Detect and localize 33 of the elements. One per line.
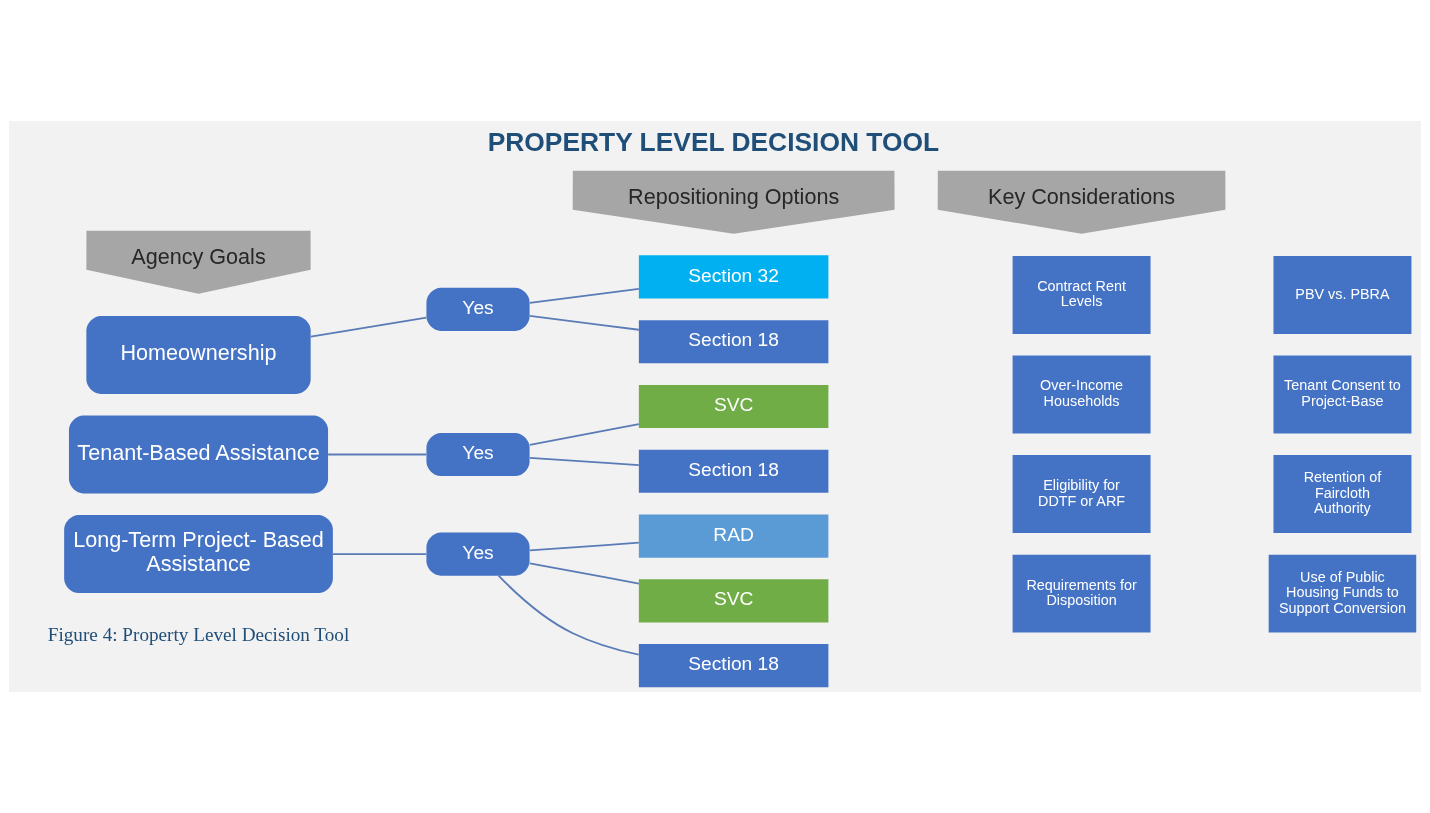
connector <box>528 288 640 304</box>
node-box: Use of Public Housing Funds to Support Conversion <box>1268 554 1417 633</box>
node-box: Yes <box>426 532 530 576</box>
node-box: Section 18 <box>638 449 829 493</box>
node-box: RAD <box>638 514 829 558</box>
node-box: Homeownership <box>86 315 311 394</box>
connector <box>327 453 428 456</box>
diagram-title: PROPERTY LEVEL DECISION TOOL <box>487 126 940 157</box>
node-box: Yes <box>426 432 530 477</box>
node-box: SVC <box>638 579 829 623</box>
node-box: Section 32 <box>638 255 829 299</box>
node-box: SVC <box>638 384 829 429</box>
connector <box>528 456 640 466</box>
connector <box>528 541 640 552</box>
connector <box>528 562 640 585</box>
node-box: Section 18 <box>638 644 829 688</box>
connector <box>528 314 640 331</box>
connector <box>309 316 428 338</box>
node-box: Retention of Faircloth Authority <box>1273 455 1412 534</box>
node-box: Long-Term Project- Based Assistance <box>64 515 333 594</box>
node-box: Over-Income Households <box>1012 355 1151 434</box>
node-box: Requirements for Disposition <box>1012 554 1151 633</box>
node-box: Yes <box>426 287 530 331</box>
connector <box>528 423 640 446</box>
node-box: Tenant-Based Assistance <box>68 415 329 494</box>
connector <box>497 574 640 656</box>
node-box: Eligibility for DDTF or ARF <box>1012 455 1151 534</box>
node-box: PBV vs. PBRA <box>1273 255 1412 334</box>
caption: Figure 4: Property Level Decision Tool <box>47 624 350 646</box>
node-box: Tenant Consent to Project-Base <box>1273 355 1412 434</box>
node-box: Section 18 <box>638 320 829 364</box>
node-box: Contract Rent Levels <box>1012 255 1151 334</box>
connector <box>332 553 428 555</box>
